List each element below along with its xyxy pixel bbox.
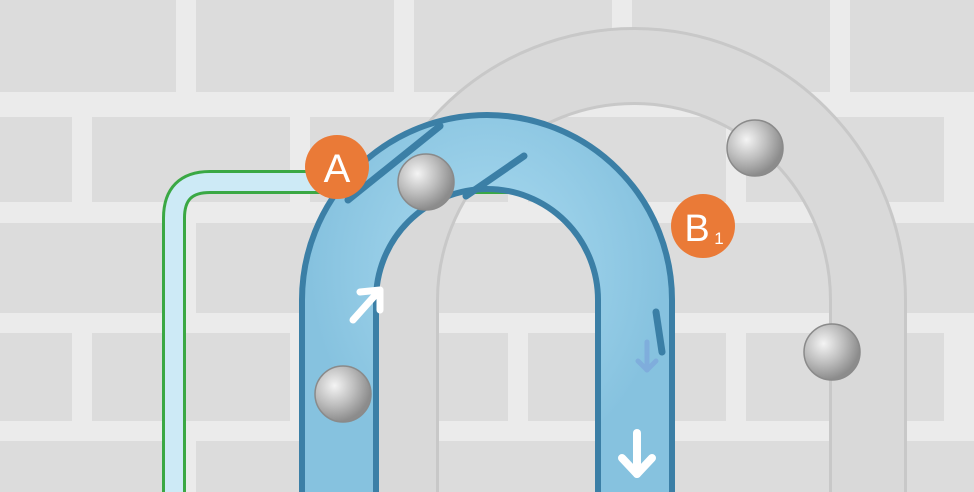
badge-a: A [305, 135, 369, 199]
badge-b1-label: B [684, 208, 709, 250]
ball-grey-c [803, 323, 861, 381]
grey-balls [314, 119, 861, 423]
ball-grey-a [397, 153, 455, 211]
ball-grey-d [314, 365, 372, 423]
badge-a-label: A [324, 147, 351, 191]
badge-b1: B 1 [671, 194, 735, 258]
arrow-up-right-icon [349, 286, 384, 324]
tube-edge-accents [344, 122, 666, 356]
blue-u-tube [299, 112, 675, 492]
badge-b1-subscript: 1 [714, 229, 723, 248]
arrow-down-icon [618, 429, 656, 478]
arrow-down-faint-icon [635, 339, 659, 373]
ball-grey-b [726, 119, 784, 177]
